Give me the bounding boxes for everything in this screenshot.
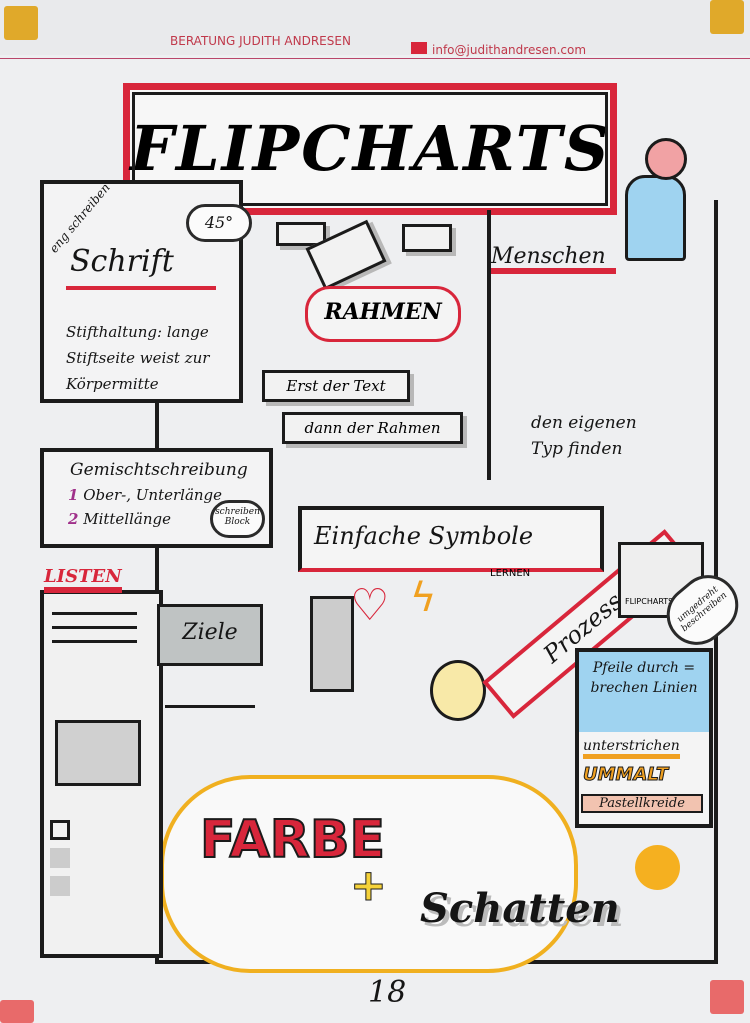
scale-icon [165,705,255,763]
person-head-icon [645,138,687,180]
envelope-icon [411,42,427,54]
gemischt-heading: Gemischtschreibung [70,460,248,480]
block-cloud: schreiben Block [210,500,265,538]
list-lines [52,612,137,615]
symbole-box: Einfache Symbole [298,506,604,572]
list-frames [55,720,141,786]
logo-top-right [710,0,744,34]
listen-heading: LISTEN [44,566,122,593]
symbole-sub: LERNEN [490,568,531,579]
underline [66,286,216,290]
logo-top-left [4,6,38,40]
checkbox-icon [50,820,70,840]
page-number: 18 [368,975,407,1010]
company-name: BERATUNG JUDITH ANDRESEN [170,34,351,48]
email-link[interactable]: info@judithandresen.com [432,43,587,57]
ziele-flag: Ziele [157,604,263,666]
traffic-light-icon [310,596,354,692]
symbole-heading: Einfache Symbole [314,522,534,550]
styles-box: unterstrichen UMMALT Pastellkreide [575,732,713,828]
pfeile-box: Pfeile durch = brechen Linien [575,648,713,736]
rahmen-step1: Erst der Text [262,370,410,402]
menschen-text: den eigenen Typ finden [531,413,637,459]
frame-sample [402,224,452,252]
style-underline: unterstrichen [583,738,680,759]
rahmen-label: RAHMEN [305,286,461,342]
item2: Mittellänge [83,510,171,528]
farbe-label: FARBE [199,809,386,871]
style-chalk: Pastellkreide [581,794,703,813]
heart-icon: ♡ [350,580,390,631]
logo-bottom-right [710,980,744,1014]
schrift-heading: Schrift [70,244,174,279]
pfeile-text: Pfeile durch = brechen Linien [590,660,698,696]
color-cloud [160,775,578,973]
schrift-text: Stifthaltung: lange Stiftseite weist zur… [66,323,210,393]
menschen-heading: Menschen [491,244,606,269]
flipchart-label: FLIPCHARTS [625,597,674,606]
underline [491,268,616,274]
lightbulb-icon [430,660,486,721]
lightning-icon: ϟ [410,575,437,621]
plus-sign: + [350,860,388,912]
rahmen-step2: dann der Rahmen [282,412,463,444]
ziele-label: Ziele [182,620,238,645]
title: FLIPCHARTS [130,112,611,185]
item1-num: 1 [68,486,79,504]
angle-cloud: 45° [186,204,252,242]
person-icon [625,175,686,261]
title-banner: FLIPCHARTS [123,83,617,215]
logo-bottom-left [0,1000,34,1023]
item2-num: 2 [68,510,79,528]
menschen-panel: Menschen den eigenen Typ finden [487,210,713,480]
schatten-label: Schatten [420,885,620,932]
style-outline: UMMALT [582,764,669,786]
header-divider [0,58,750,59]
item1: Ober-, Unterlänge [83,486,223,504]
sun-icon [635,845,680,890]
